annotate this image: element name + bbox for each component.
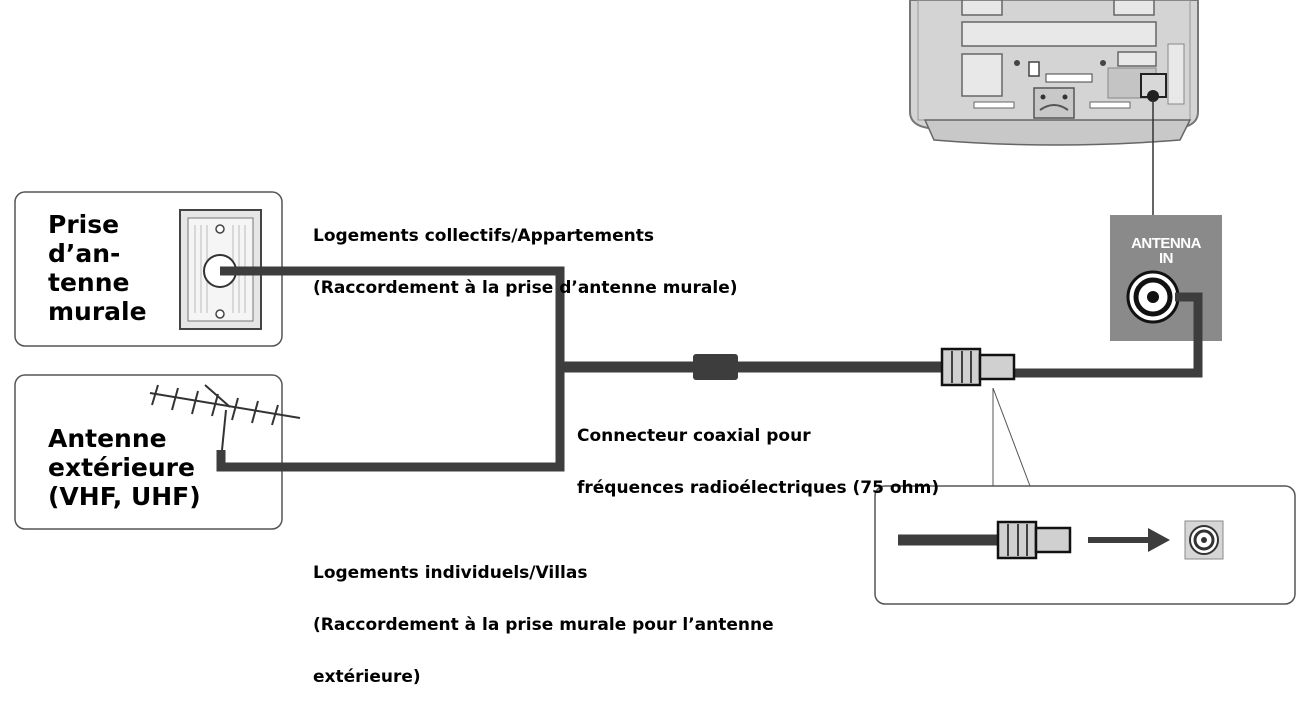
outdoor-antenna-box — [14, 374, 283, 530]
antenna-in-line2: IN — [1159, 250, 1174, 267]
coax-jack-icon — [1184, 520, 1224, 560]
ferrite-bead — [693, 354, 738, 380]
coax-cables — [216, 266, 1203, 472]
coax-caption-line2: fréquences radioélectriques (75 ohm) — [577, 478, 940, 498]
coax-caption: Connecteur coaxial pour fréquences radio… — [577, 397, 939, 527]
houses-caption-line1: Logements individuels/Villas — [313, 563, 588, 583]
apartments-caption-line2: (Raccordement à la prise d’antenne mural… — [313, 278, 738, 298]
yagi-antenna-icon — [149, 384, 301, 451]
outdoor-antenna-label: Antenne extérieure (VHF, UHF) — [48, 424, 201, 511]
coax-caption-line1: Connecteur coaxial pour — [577, 426, 811, 446]
houses-caption-line2: (Raccordement à la prise murale pour l’a… — [313, 615, 774, 635]
connector-zoom-box — [874, 485, 1296, 605]
antenna-in-panel — [1110, 215, 1222, 341]
houses-caption: Logements individuels/Villas (Raccordeme… — [313, 534, 774, 716]
houses-caption-line3: extérieure) — [313, 667, 421, 687]
antenna-in-label: ANTENNA IN — [1110, 236, 1222, 266]
antenna-in-line1: ANTENNA — [1131, 235, 1201, 252]
wall-outlet-label: Prise d’an- tenne murale — [48, 210, 147, 326]
antenna-connection-diagram — [14, 0, 1296, 605]
tv-back-icon — [909, 0, 1199, 146]
arrow-right-icon — [1088, 528, 1170, 552]
apartments-caption-line1: Logements collectifs/Appartements — [313, 226, 655, 246]
rf-connector-icon — [940, 347, 1016, 387]
apartments-caption: Logements collectifs/Appartements (Racco… — [313, 197, 738, 327]
rf-connector-icon — [898, 520, 1072, 560]
